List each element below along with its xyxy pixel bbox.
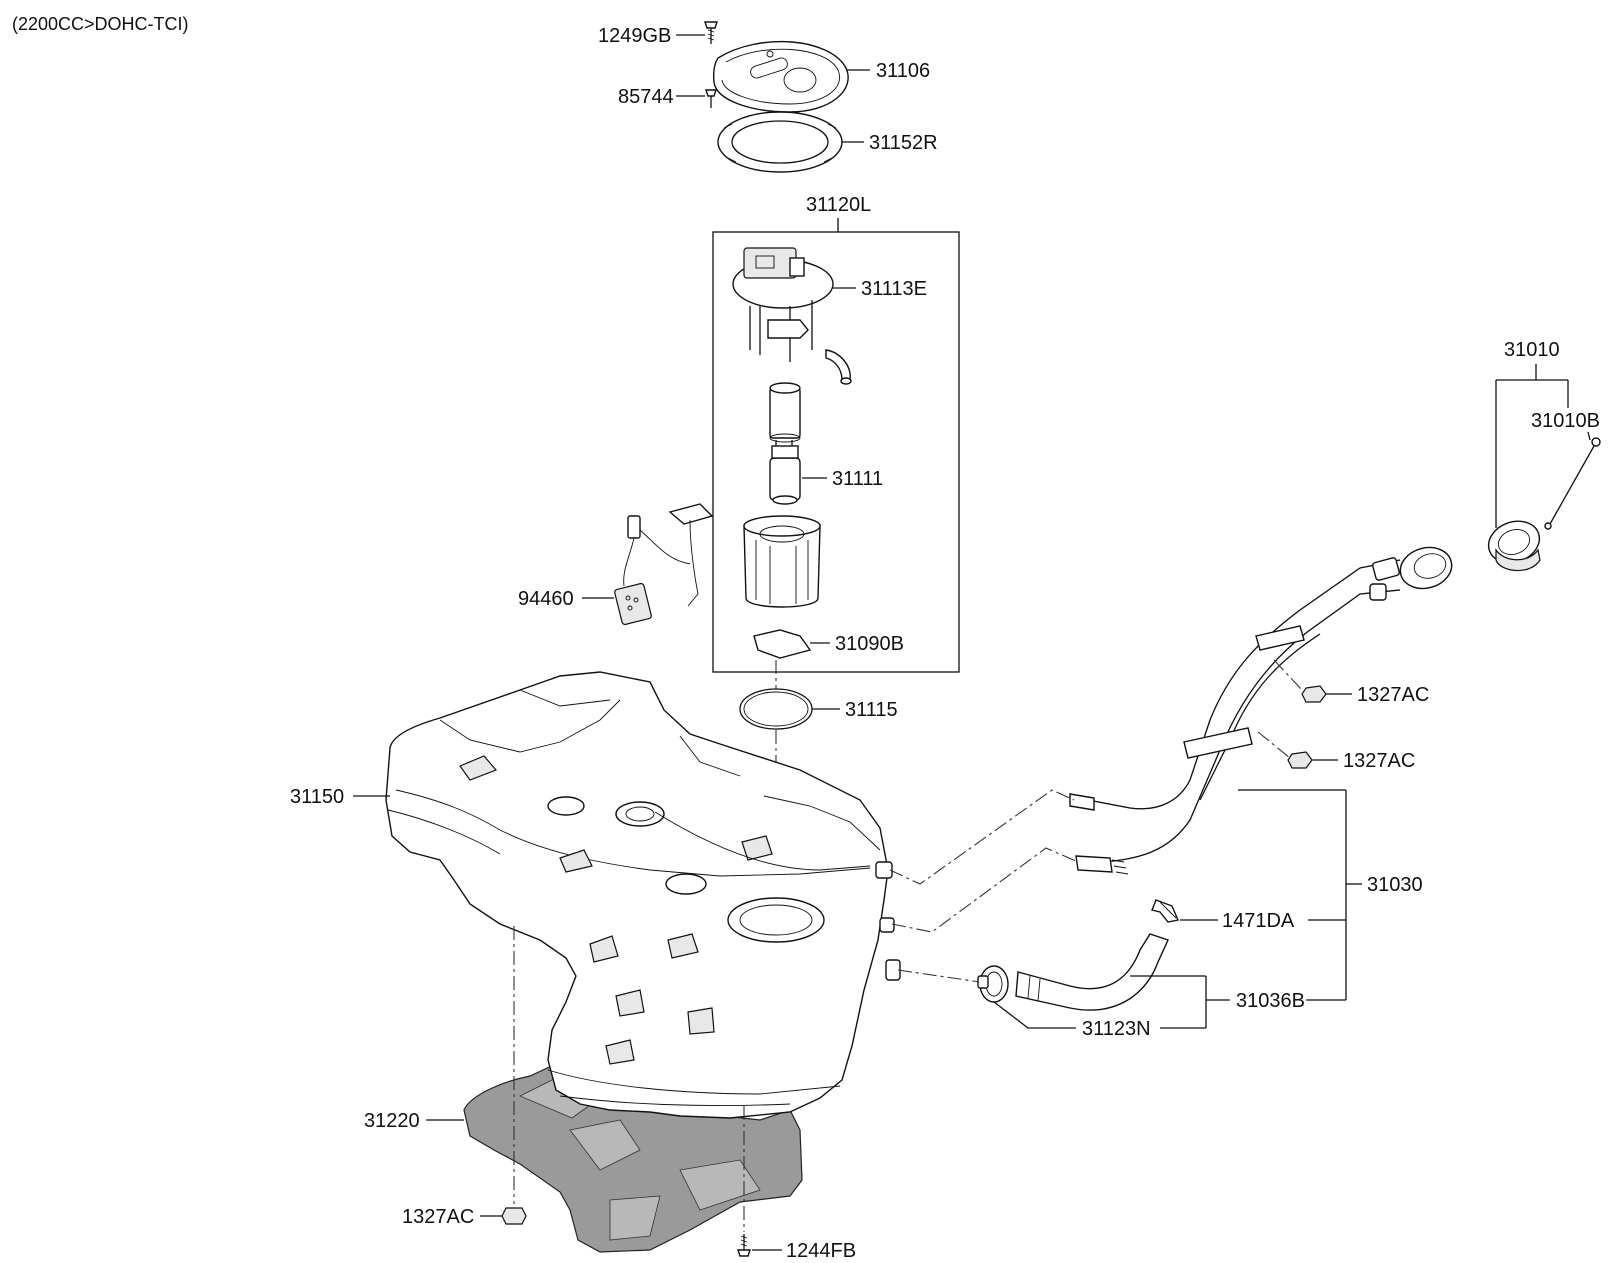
label-31111: 31111 [832, 468, 883, 490]
nut-1327ac-bottom [501, 1207, 527, 1225]
label-1244fb: 1244FB [786, 1240, 856, 1262]
hose-31036b [1015, 933, 1169, 1011]
label-31036b: 31036B [1236, 990, 1305, 1012]
label-31150: 31150 [290, 786, 344, 808]
label-31030: 31030 [1367, 874, 1423, 896]
label-31113e: 31113E [861, 278, 927, 300]
label-31123n: 31123N [1082, 1018, 1151, 1040]
label-31220: 31220 [364, 1110, 420, 1132]
label-1249gb: 1249GB [598, 25, 671, 47]
filler-neck-31030 [1069, 546, 1453, 875]
cover-31106 [712, 40, 849, 113]
clamp-31123n [977, 965, 1009, 1003]
label-31152r: 31152R [869, 132, 938, 154]
filter-sleeve [769, 382, 801, 443]
fuel-sender-94460 [614, 503, 714, 626]
label-1327ac-top: 1327AC [1357, 684, 1429, 706]
fuel-tank-31150 [385, 671, 901, 1119]
screw-1249gb [704, 21, 718, 44]
label-85744: 85744 [618, 86, 674, 108]
heat-shield-31220 [463, 1061, 803, 1253]
bolt-1244fb [737, 1234, 751, 1257]
strainer-31090b [753, 629, 812, 659]
pump-flange-31113e [732, 247, 834, 362]
diagram-title: (2200CC>DOHC-TCI) [12, 14, 189, 34]
label-31120l: 31120L [806, 194, 871, 216]
label-1471da: 1471DA [1222, 910, 1295, 932]
nut-1327ac-top [1301, 685, 1327, 703]
label-31010: 31010 [1504, 339, 1560, 361]
label-31115: 31115 [845, 699, 898, 721]
label-1327ac-mid: 1327AC [1343, 750, 1415, 772]
dash-hose [897, 969, 981, 983]
oring-31115 [739, 688, 813, 730]
fuel-cap-31010 [1487, 520, 1541, 572]
dash-neck-lower [891, 847, 1079, 933]
fuel-pump-assembly-box [712, 231, 960, 673]
fuel-pump-31111 [769, 440, 801, 505]
reservoir-cup [743, 515, 821, 608]
dash-nut-mid [1257, 731, 1291, 759]
dash-neck-upper [889, 789, 1075, 885]
clip-85744 [705, 89, 717, 108]
dash-nut-top [1273, 659, 1303, 691]
leader-31123n-left [993, 1001, 1076, 1029]
leader-31010b [1587, 431, 1591, 441]
label-31010b: 31010B [1531, 410, 1600, 432]
label-94460: 94460 [518, 588, 574, 610]
clamp-1471da [1151, 899, 1179, 923]
pump-hose [825, 349, 852, 385]
cap-tether-31010b [1544, 437, 1601, 530]
label-31090b: 31090B [835, 633, 904, 655]
lock-ring-31152r [717, 111, 843, 173]
label-31106: 31106 [876, 60, 930, 82]
label-1327ac-bottom: 1327AC [402, 1206, 474, 1228]
nut-1327ac-mid [1287, 751, 1313, 769]
